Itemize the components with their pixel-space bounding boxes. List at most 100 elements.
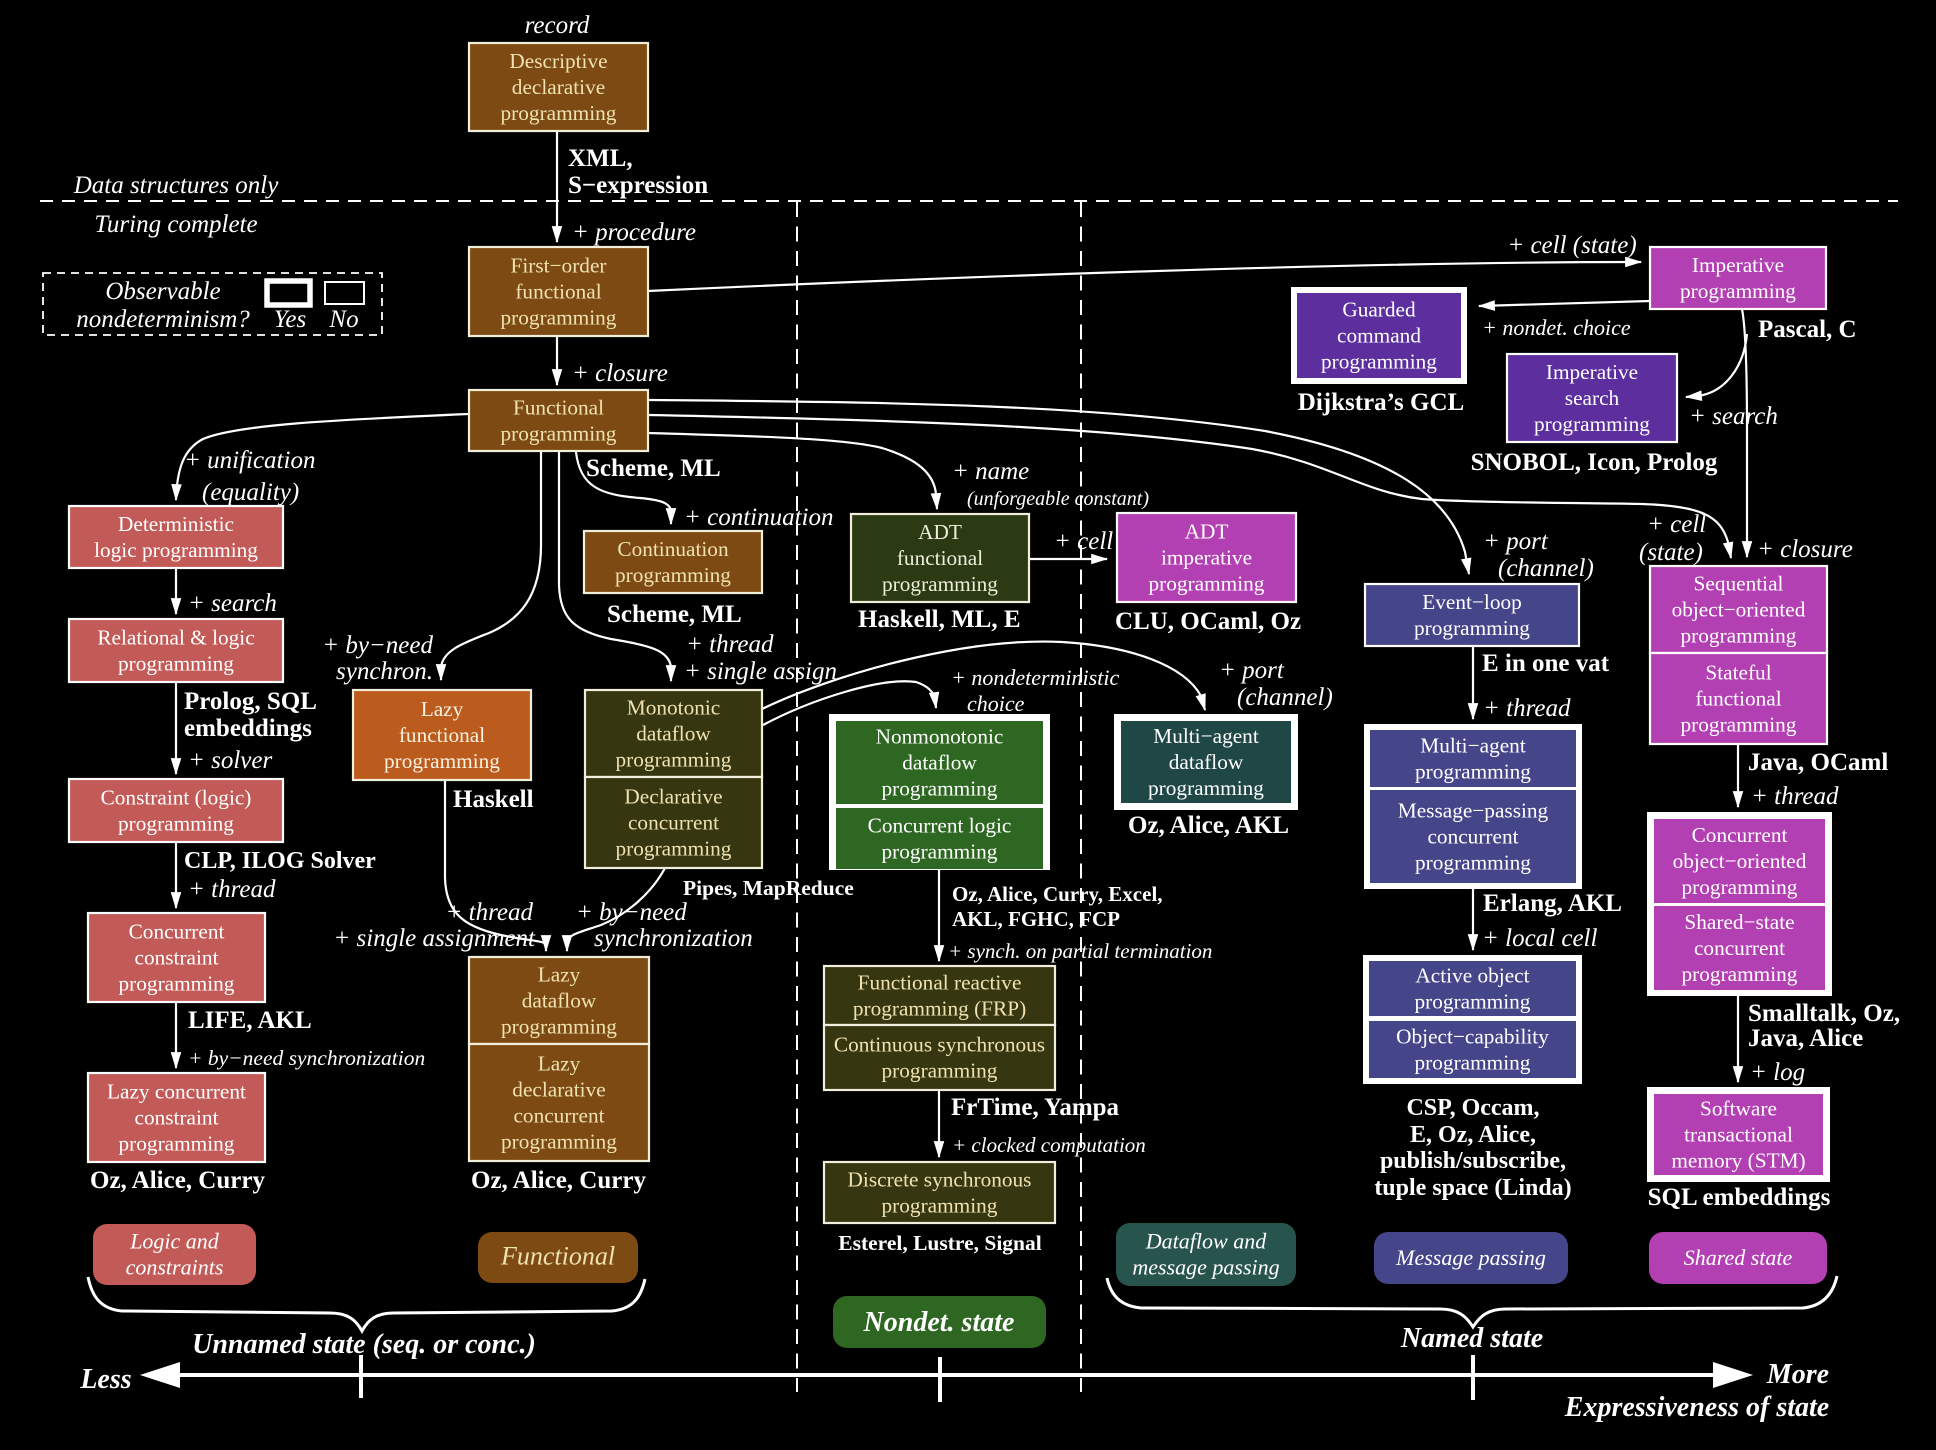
svg-text:ADT: ADT: [918, 520, 962, 544]
svg-text:More: More: [1766, 1359, 1829, 1390]
svg-text:programming: programming: [1415, 1051, 1531, 1075]
svg-text:AKL, FGHC, FCP: AKL, FGHC, FCP: [952, 907, 1120, 931]
svg-text:CLU, OCaml, Oz: CLU, OCaml, Oz: [1115, 608, 1301, 635]
svg-text:Functional: Functional: [513, 396, 604, 420]
svg-text:programming: programming: [1680, 279, 1796, 303]
svg-text:(unforgeable constant): (unforgeable constant): [967, 488, 1149, 510]
svg-text:programming: programming: [501, 422, 617, 446]
svg-text:Concurrent: Concurrent: [1692, 823, 1788, 847]
svg-text:+ nondeterministic: + nondeterministic: [951, 665, 1119, 690]
svg-text:object−oriented: object−oriented: [1672, 598, 1806, 622]
svg-text:Yes: Yes: [274, 306, 306, 333]
svg-text:First−order: First−order: [510, 254, 606, 278]
svg-text:+ local cell: + local cell: [1482, 925, 1597, 952]
svg-text:+ synch. on partial terminatio: + synch. on partial termination: [948, 939, 1212, 963]
svg-text:programming: programming: [118, 652, 234, 676]
svg-text:Message−passing: Message−passing: [1398, 799, 1549, 823]
svg-text:programming: programming: [1415, 990, 1531, 1014]
svg-text:programming: programming: [501, 306, 617, 330]
svg-text:+ cell (state): + cell (state): [1507, 232, 1636, 259]
svg-text:+ clocked computation: + clocked computation: [952, 1133, 1146, 1157]
svg-text:CSP, Occam,: CSP, Occam,: [1406, 1095, 1539, 1121]
svg-text:programming: programming: [1149, 572, 1265, 596]
svg-text:Multi−agent: Multi−agent: [1153, 724, 1259, 748]
svg-text:declarative: declarative: [512, 75, 605, 99]
svg-text:+ by−need: + by−need: [322, 632, 433, 659]
svg-text:programming: programming: [882, 1059, 998, 1083]
svg-text:+ procedure: + procedure: [572, 219, 696, 246]
svg-text:Lazy: Lazy: [538, 1052, 581, 1076]
svg-text:object−oriented: object−oriented: [1673, 849, 1807, 873]
svg-text:XML,: XML,: [568, 145, 633, 172]
svg-text:Turing complete: Turing complete: [94, 211, 257, 238]
svg-text:Continuous synchronous: Continuous synchronous: [834, 1033, 1045, 1057]
svg-text:functional: functional: [1695, 687, 1781, 711]
svg-text:concurrent: concurrent: [513, 1104, 604, 1128]
svg-text:programming: programming: [501, 1130, 617, 1154]
svg-text:choice: choice: [967, 691, 1025, 716]
svg-text:Data structures only: Data structures only: [73, 172, 280, 199]
svg-text:Continuation: Continuation: [617, 537, 729, 561]
svg-text:+ cell: + cell: [1647, 511, 1706, 538]
svg-text:Lazy: Lazy: [538, 963, 581, 987]
svg-text:programming: programming: [119, 972, 235, 996]
svg-text:Object−capability: Object−capability: [1396, 1025, 1549, 1049]
svg-text:FrTime, Yampa: FrTime, Yampa: [951, 1094, 1120, 1121]
svg-text:programming: programming: [882, 1194, 998, 1218]
svg-text:E in one vat: E in one vat: [1482, 650, 1610, 677]
svg-text:dataflow: dataflow: [636, 722, 711, 746]
svg-text:Named state: Named state: [1400, 1323, 1543, 1354]
svg-text:Stateful: Stateful: [1705, 661, 1771, 685]
svg-text:dataflow: dataflow: [902, 751, 977, 775]
svg-text:publish/subscribe,: publish/subscribe,: [1380, 1148, 1566, 1174]
svg-text:Imperative: Imperative: [1692, 253, 1784, 277]
svg-text:programming: programming: [384, 749, 500, 773]
svg-text:+ log: + log: [1750, 1059, 1805, 1086]
svg-text:Concurrent: Concurrent: [129, 920, 225, 944]
svg-text:programming: programming: [1681, 624, 1797, 648]
svg-text:Java, OCaml: Java, OCaml: [1748, 749, 1888, 776]
svg-text:concurrent: concurrent: [628, 811, 719, 835]
svg-text:tuple space (Linda): tuple space (Linda): [1374, 1175, 1571, 1201]
svg-text:Prolog, SQL: Prolog, SQL: [184, 688, 317, 715]
svg-text:+ thread: + thread: [1751, 783, 1839, 810]
svg-text:E, Oz, Alice,: E, Oz, Alice,: [1410, 1122, 1536, 1148]
svg-text:Pipes, MapReduce: Pipes, MapReduce: [683, 876, 854, 900]
svg-text:ADT: ADT: [1185, 520, 1229, 544]
svg-text:S−expression: S−expression: [568, 172, 708, 199]
svg-text:programming: programming: [1534, 412, 1650, 436]
svg-text:Unnamed state (seq. or conc.): Unnamed state (seq. or conc.): [192, 1329, 536, 1360]
svg-text:+ name: + name: [952, 458, 1029, 485]
svg-text:Nondet. state: Nondet. state: [863, 1307, 1015, 1338]
svg-text:Less: Less: [79, 1364, 131, 1395]
svg-text:Shared state: Shared state: [1684, 1245, 1793, 1270]
svg-text:Smalltalk, Oz,: Smalltalk, Oz,: [1748, 1000, 1900, 1027]
svg-text:programming: programming: [119, 1132, 235, 1156]
svg-text:Expressiveness of state: Expressiveness of state: [1564, 1392, 1829, 1423]
svg-text:(equality): (equality): [202, 479, 299, 506]
svg-text:Active object: Active object: [1415, 964, 1529, 988]
svg-text:Lazy: Lazy: [421, 697, 464, 721]
svg-text:Oz, Alice, AKL: Oz, Alice, AKL: [1128, 812, 1289, 839]
svg-text:Dijkstra’s GCL: Dijkstra’s GCL: [1298, 389, 1464, 416]
svg-text:functional: functional: [399, 723, 485, 747]
svg-text:synchronization: synchronization: [594, 925, 753, 952]
svg-text:programming: programming: [1415, 760, 1531, 784]
svg-text:programming: programming: [1148, 776, 1264, 800]
svg-text:Sequential: Sequential: [1694, 572, 1784, 596]
svg-text:functional: functional: [897, 546, 983, 570]
svg-text:imperative: imperative: [1161, 546, 1252, 570]
svg-text:+ thread: + thread: [446, 899, 534, 926]
svg-text:Software: Software: [1700, 1097, 1777, 1121]
svg-text:command: command: [1337, 324, 1421, 348]
svg-text:functional: functional: [515, 280, 601, 304]
svg-text:+ port: + port: [1219, 657, 1285, 684]
svg-text:+ port: + port: [1483, 528, 1549, 555]
svg-text:Scheme, ML: Scheme, ML: [586, 455, 721, 482]
svg-text:Message passing: Message passing: [1395, 1245, 1546, 1270]
svg-text:Monotonic: Monotonic: [627, 696, 720, 720]
svg-text:(state): (state): [1639, 539, 1703, 566]
svg-text:+ search: + search: [1689, 403, 1778, 430]
svg-text:(channel): (channel): [1498, 555, 1594, 582]
svg-text:+ by−need synchronization: + by−need synchronization: [188, 1046, 425, 1070]
